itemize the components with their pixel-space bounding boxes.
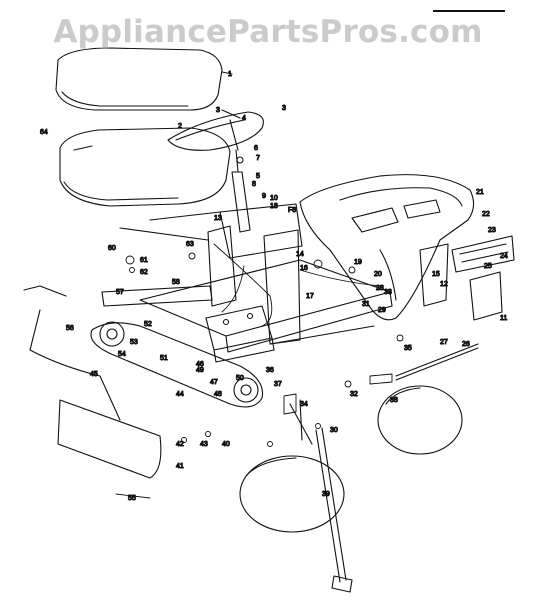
callout-label: 43 (200, 441, 208, 448)
seat-pan (59, 127, 231, 207)
callout-label: 11 (500, 315, 507, 322)
callout-label: 29 (378, 307, 386, 314)
callout-label: 56 (66, 325, 74, 332)
callout-label: 49 (196, 367, 204, 374)
seat-cushion (55, 47, 233, 111)
steering-column (231, 149, 251, 233)
callout-label: 35 (404, 345, 412, 352)
drive-belt (90, 321, 264, 408)
callout-label: 13 (214, 215, 222, 222)
callout-label: 3 (216, 107, 220, 114)
callout-label: 14 (296, 251, 304, 258)
cables (115, 243, 404, 499)
callout-label: 10 (270, 195, 278, 202)
axle-rods (269, 325, 479, 593)
callout-label: 51 (160, 355, 168, 362)
callout-label: 58 (172, 279, 180, 286)
callout-label: 31 (362, 301, 370, 308)
callout-label: 24 (500, 253, 508, 260)
callout-label: 47 (210, 379, 218, 386)
callout-label: 18 (270, 203, 278, 210)
callout-label: 26 (462, 341, 470, 348)
callout-label: 52 (144, 321, 152, 328)
callout-label: 50 (236, 375, 244, 382)
callout-label: 4 (242, 115, 246, 122)
callout-label: 5 (256, 173, 260, 180)
callout-label: 55 (128, 495, 136, 502)
callout-label: 1 (228, 71, 232, 78)
callout-label: 30 (330, 427, 338, 434)
callout-label: 15 (432, 271, 440, 278)
callout-label: 19 (354, 259, 362, 266)
callout-label: 61 (140, 257, 148, 264)
callout-label: 54 (118, 351, 126, 358)
battery (205, 305, 275, 363)
callout-label: 44 (176, 391, 184, 398)
callout-label: 42 (176, 441, 184, 448)
hood (299, 174, 475, 321)
callout-label: 38 (390, 397, 398, 404)
callout-label: 57 (116, 289, 124, 296)
callout-labels: 1 3 3 4 6 7 8 9 10 64 13 18 F8 21 22 23 … (39, 70, 508, 502)
callout-label: 39 (322, 491, 330, 498)
steering-wheel (167, 109, 264, 151)
callout-label: 45 (90, 371, 98, 378)
callout-label: 32 (350, 391, 358, 398)
callout-label: 48 (214, 391, 222, 398)
corner-rule (433, 10, 505, 12)
dash-panel (119, 203, 303, 345)
callout-label: 41 (176, 463, 184, 470)
callout-label: 12 (440, 281, 448, 288)
callout-label: 34 (300, 401, 308, 408)
callout-label: 27 (440, 339, 448, 346)
callout-label: 22 (482, 211, 490, 218)
callout-label: 2 (178, 123, 182, 130)
deck-shield (23, 285, 162, 479)
callout-label: 7 (256, 155, 260, 162)
callout-label: 62 (140, 269, 148, 276)
callout-label: 53 (130, 339, 138, 346)
callout-label: 36 (266, 367, 274, 374)
callout-label: 28 (376, 285, 384, 292)
callout-label: 6 (254, 145, 258, 152)
callout-label: 37 (274, 381, 282, 388)
callout-label: 40 (222, 441, 230, 448)
callout-label: 46 (196, 361, 204, 368)
grille (451, 235, 515, 321)
callout-label: 21 (476, 189, 484, 196)
callout-label: 64 (40, 129, 48, 136)
callout-label: 60 (108, 245, 116, 252)
rear-wheel (239, 455, 345, 533)
callout-label: 8 (252, 181, 256, 188)
callout-label: 25 (484, 263, 492, 270)
callout-label: 63 (186, 241, 194, 248)
callout-label: F8 (288, 207, 296, 214)
callout-label: 23 (488, 227, 496, 234)
callout-label: 17 (306, 293, 314, 300)
callout-label: 16 (300, 265, 308, 272)
front-wheel (377, 385, 463, 455)
callout-label: 33 (384, 289, 392, 296)
callout-label: 3 (282, 105, 286, 112)
callout-label: 20 (374, 271, 382, 278)
callout-label: 9 (262, 193, 266, 200)
